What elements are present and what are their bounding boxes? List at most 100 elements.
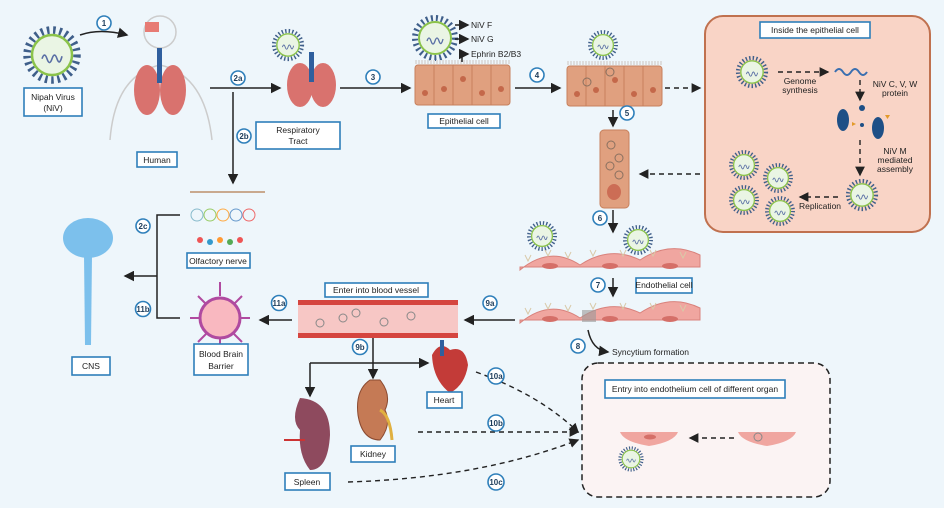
svg-text:1: 1 [102,19,107,28]
syncytium-label: Syncytium formation [612,347,689,357]
niv-m-label-2: mediated [878,155,913,165]
svg-text:9a: 9a [486,299,495,308]
organ-entry-title-box [604,379,786,399]
svg-text:7: 7 [596,281,601,290]
respiratory-label-2: Tract [288,136,308,146]
blood-vessel-label: Enter into blood vessel [333,285,419,295]
single-infected-cell-illustration [599,129,630,209]
respiratory-label-box [255,121,341,150]
spleen-illustration [284,398,330,470]
step-9a-badge: 9a [482,295,498,311]
svg-text:10a: 10a [489,372,503,381]
arrow-ephrin [459,48,470,62]
nipah-virus-illustration [27,30,77,80]
svg-text:10b: 10b [489,419,503,428]
ephrin-label: Ephrin B2/B3 [471,49,521,59]
bbb-label-box [193,343,249,376]
endothelial-label: Endothelial cell [635,280,692,290]
organ-entry-title: Entry into endothelium cell of different… [612,384,778,394]
heart-label: Heart [434,395,455,405]
svg-text:5: 5 [625,109,630,118]
step-10a-badge: 10a [487,367,505,385]
heart-label-box [426,391,463,409]
arrow-step-8 [587,329,610,357]
step-5-badge: 5 [619,105,635,121]
step-10b-badge: 10b [487,414,505,432]
svg-text:9b: 9b [355,343,364,352]
genome-synthesis-label: Genome [784,76,817,86]
svg-text:6: 6 [598,214,603,223]
spleen-label: Spleen [294,477,321,487]
respiratory-label: Respiratory [276,125,320,135]
infected-epithelial-illustration [565,30,664,108]
niv-m-label: NiV M [883,146,906,156]
blood-vessel-label-box [324,282,429,298]
human-illustration [109,15,213,141]
respiratory-tract-illustration [274,31,336,107]
virus-label-box [23,87,83,117]
step-2b-badge: 2b [236,128,252,144]
rna-strand-icon [834,68,868,76]
genome-synthesis-label-2: synthesis [782,85,817,95]
epithelial-label-box [427,113,501,129]
niv-cvw-label: NiV C, V, W [873,79,918,89]
organ-endothelial-cells [618,432,796,472]
step-1-badge: 1 [96,15,112,31]
step-10c-badge: 10c [487,473,505,491]
blood-vessel-illustration [298,300,458,338]
endothelial-label-box [635,277,693,294]
step-4-badge: 4 [529,67,545,83]
olfactory-label-box [186,252,251,269]
olfactory-nerve-illustration [190,191,265,245]
protein-assembly-icon [837,105,890,139]
svg-text:4: 4 [535,71,540,80]
kidney-label-box [350,445,396,463]
cns-illustration [63,218,113,345]
svg-text:8: 8 [576,342,581,351]
blood-brain-barrier-illustration [190,282,250,344]
human-label: Human [143,155,171,165]
bbb-label: Blood Brain [199,349,243,359]
step-7-badge: 7 [590,277,606,293]
step-9b-badge: 9b [351,338,369,356]
heart-illustration [432,340,468,393]
kidney-illustration [357,379,394,441]
svg-text:10c: 10c [489,478,503,487]
bracket-to-cns [156,214,180,319]
svg-text:2a: 2a [234,74,243,83]
cns-label: CNS [82,361,100,371]
epithelial-label: Epithelial cell [439,116,489,126]
virus-label: Nipah Virus [31,92,75,102]
svg-text:11a: 11a [273,299,286,308]
svg-text:2b: 2b [239,132,248,141]
arrow-step-10c [347,438,580,483]
endothelial-layer-illustration [519,221,701,271]
svg-text:2c: 2c [139,222,148,231]
kidney-label: Kidney [360,449,387,459]
step-11b-badge: 11b [134,300,152,318]
step-3-badge: 3 [365,69,381,85]
arrow-step-1 [79,27,129,38]
step-6-badge: 6 [592,210,608,226]
step-8-badge: 8 [570,338,586,354]
spleen-label-box [284,472,331,491]
olfactory-label: Olfactory nerve [189,256,247,266]
human-label-box [136,151,178,168]
niv-cvw-label-2: protein [882,88,908,98]
niv-m-label-3: assembly [877,164,914,174]
svg-text:3: 3 [371,73,376,82]
replication-label: Replication [799,201,841,211]
syncytium-endothelial-illustration [519,301,701,324]
cns-label-box [71,356,111,376]
svg-text:11b: 11b [136,305,149,314]
inside-panel-title-box [759,21,871,39]
bbb-label-2: Barrier [208,361,234,371]
virus-label-abbr: (NiV) [43,103,63,113]
step-11a-badge: 11a [270,294,288,312]
niv-f-label: NiV F [471,20,492,30]
inside-panel-title: Inside the epithelial cell [771,25,859,35]
step-2a-badge: 2a [230,70,246,86]
step-2c-badge: 2c [135,218,151,234]
